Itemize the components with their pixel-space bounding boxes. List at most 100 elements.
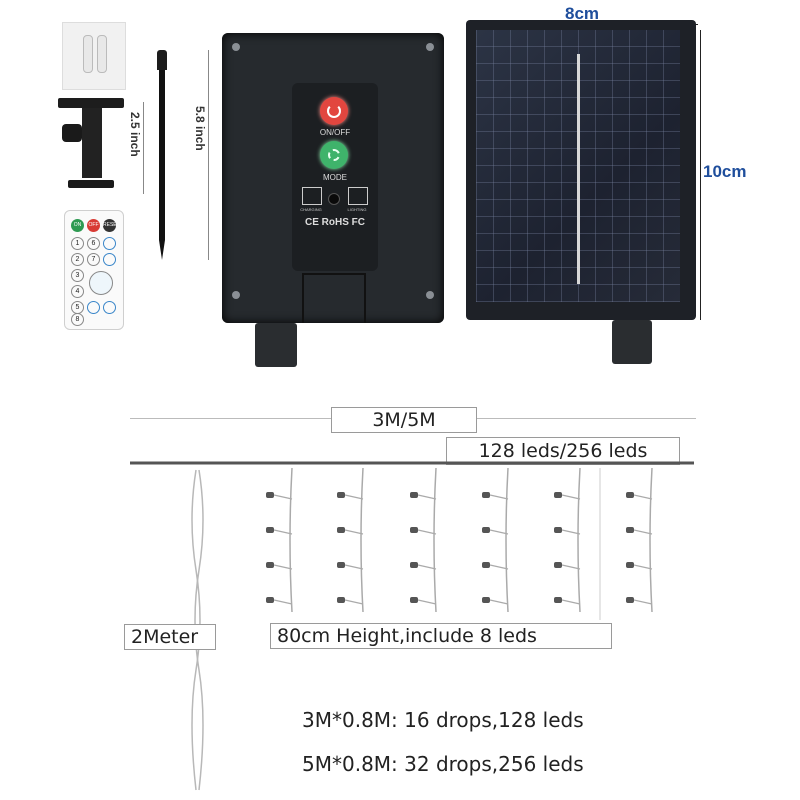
led-lead-wire [561,599,581,605]
led-bulb [482,562,490,568]
dimension-line [208,50,209,260]
led-lead-wire [489,529,509,535]
remote-button-1[interactable]: 1 [71,237,84,250]
remote-button-8[interactable]: 8 [71,313,84,326]
power-button[interactable] [320,97,348,125]
led-drop-wire [577,467,581,613]
led-bulb [337,527,345,533]
led-lead-wire [273,599,293,605]
lighting-label: LIGHTING [347,207,367,212]
led-bulb [554,562,562,568]
led-lead-wire [633,529,653,535]
led-lead-wire [417,494,437,500]
led-bulb [554,527,562,533]
remote-button-grid: 1 2 3 4 5 6 7 8 [71,237,117,326]
led-bulb [482,597,490,603]
remote-control: ON OFF RESE 1 2 3 4 5 6 7 8 [64,210,124,330]
remote-off-button[interactable]: OFF [87,219,100,232]
led-bulb [337,597,345,603]
led-bulb [410,562,418,568]
control-panel: ON/OFF MODE CHARGING LIGHTING CE RoHS FC [292,83,378,271]
remote-brightness-button[interactable] [87,301,100,314]
panel-height-label: 10cm [703,162,747,181]
drop-height-label: 80cm Height,include 8 leds [270,623,612,649]
controller-height-label: 5.8 inch [193,106,207,151]
led-bulb [410,527,418,533]
screw-icon [232,291,240,299]
led-drop-wire [433,467,437,613]
panel-connector [612,320,652,364]
led-drop-wire [649,467,653,613]
led-lead-wire [489,564,509,570]
led-drop-wire [505,467,509,613]
hook-icon [83,35,93,73]
led-bulb [410,597,418,603]
panel-width-label: 8cm [565,4,600,23]
certification-marks: CE RoHS FC [305,217,365,228]
led-lead-wire [489,599,509,605]
on-off-label: ON/OFF [319,128,351,137]
bulb-icon [348,187,368,205]
remote-speed-up-button[interactable] [103,237,116,250]
led-drop-wire [360,467,364,613]
remote-button-3[interactable]: 3 [71,269,84,282]
length-label: 3M/5M [331,407,477,433]
led-bulb [482,492,490,498]
led-lead-wire [633,564,653,570]
mounting-bracket [58,98,128,194]
power-icon [327,104,341,118]
solar-charging-icon [302,187,322,205]
long-strand [194,469,204,791]
spec-line-3m: 3M*0.8M: 16 drops,128 leds [302,708,584,732]
led-lead-wire [273,564,293,570]
led-lead-wire [417,599,437,605]
led-bulb [266,527,274,533]
remote-button-4[interactable]: 4 [71,285,84,298]
led-lead-wire [633,494,653,500]
led-bulb [410,492,418,498]
controller-connector [255,323,297,367]
mode-label: MODE [323,173,347,182]
controller-latch [302,273,366,323]
dimension-line [700,30,701,320]
led-bulb [266,562,274,568]
remote-button-6[interactable]: 6 [87,237,100,250]
controller-box: ON/OFF MODE CHARGING LIGHTING CE RoHS FC [222,33,444,323]
hooks-bag [62,22,126,90]
height-label: 2Meter [124,624,216,650]
panel-busbar [577,54,580,284]
remote-dpad-icon[interactable] [89,271,113,295]
led-lead-wire [561,529,581,535]
remote-speed-down-button[interactable] [103,253,116,266]
led-lead-wire [633,599,653,605]
led-lead-wire [344,564,364,570]
stake-height-label: 2.5 inch [128,112,142,157]
remote-button-2[interactable]: 2 [71,253,84,266]
remote-on-button[interactable]: ON [71,219,84,232]
dimension-line [143,102,144,194]
led-bulb [554,492,562,498]
remote-reset-button[interactable]: RESE [103,219,117,232]
mode-button[interactable] [320,141,348,169]
led-lead-wire [273,494,293,500]
led-bulb [482,527,490,533]
screw-icon [426,43,434,51]
led-bulb [626,562,634,568]
led-lead-wire [344,494,364,500]
screw-icon [232,43,240,51]
led-lead-wire [561,494,581,500]
led-lead-wire [273,529,293,535]
screw-icon [426,291,434,299]
led-bulb [266,597,274,603]
led-bulb [337,562,345,568]
hook-icon [97,35,107,73]
led-bulb [554,597,562,603]
charging-label: CHARGING [300,207,322,212]
led-bulb [626,597,634,603]
led-bulb [337,492,345,498]
remote-button-7[interactable]: 7 [87,253,100,266]
led-bulb [626,527,634,533]
ground-stake [155,50,169,262]
remote-timer-button[interactable] [103,301,116,314]
